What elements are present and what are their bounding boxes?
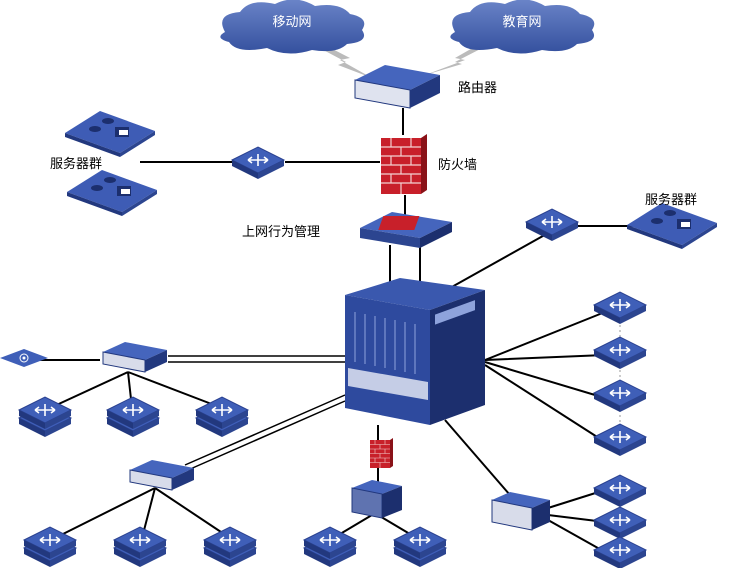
firewall-label: 防火墙 xyxy=(438,157,477,173)
server-group-right[interactable] xyxy=(627,203,717,249)
firewall-small[interactable] xyxy=(369,437,394,469)
switch-left-2[interactable] xyxy=(107,397,159,437)
links xyxy=(40,108,640,553)
cloud-label: 教育网 xyxy=(502,14,541,30)
switch-lower-right-1[interactable] xyxy=(593,474,647,508)
switch-server-left[interactable] xyxy=(231,146,285,180)
switch-right-1[interactable] xyxy=(593,291,647,325)
wireless-access-point[interactable] xyxy=(0,349,48,367)
cloud-education-network: 教育网 xyxy=(450,0,595,54)
server-group-right-label: 服务器群 xyxy=(645,192,697,208)
switch-right-2[interactable] xyxy=(593,336,647,370)
cloud-mobile-network: 移动网 xyxy=(220,0,365,54)
aggregation-switch-lower-right[interactable] xyxy=(491,492,550,531)
cloud-label: 移动网 xyxy=(272,15,311,30)
behavior-management-label: 上网行为管理 xyxy=(242,225,320,240)
switch-left-3[interactable] xyxy=(196,397,248,437)
server-group-left-label: 服务器群 xyxy=(50,156,102,172)
switch-lower-right-3[interactable] xyxy=(593,536,647,568)
switch-lower-2[interactable] xyxy=(114,527,166,567)
switch-bottom-1[interactable] xyxy=(304,527,356,567)
switch-lower-right-2[interactable] xyxy=(593,506,647,540)
behavior-management-device[interactable] xyxy=(360,212,452,248)
firewall[interactable] xyxy=(380,133,428,195)
aggregation-switch-lower-left[interactable] xyxy=(129,459,195,491)
core-switch[interactable] xyxy=(345,278,485,425)
aggregation-switch-left[interactable] xyxy=(102,341,168,373)
bottom-center-switch[interactable] xyxy=(351,480,402,519)
switch-lower-1[interactable] xyxy=(24,527,76,567)
router-label: 路由器 xyxy=(458,80,497,96)
switch-bottom-2[interactable] xyxy=(394,527,446,567)
router[interactable] xyxy=(354,65,440,109)
switch-right-3[interactable] xyxy=(593,379,647,413)
switch-lower-3[interactable] xyxy=(204,527,256,567)
switch-right-4[interactable] xyxy=(593,423,647,457)
switch-server-right[interactable] xyxy=(525,208,579,242)
